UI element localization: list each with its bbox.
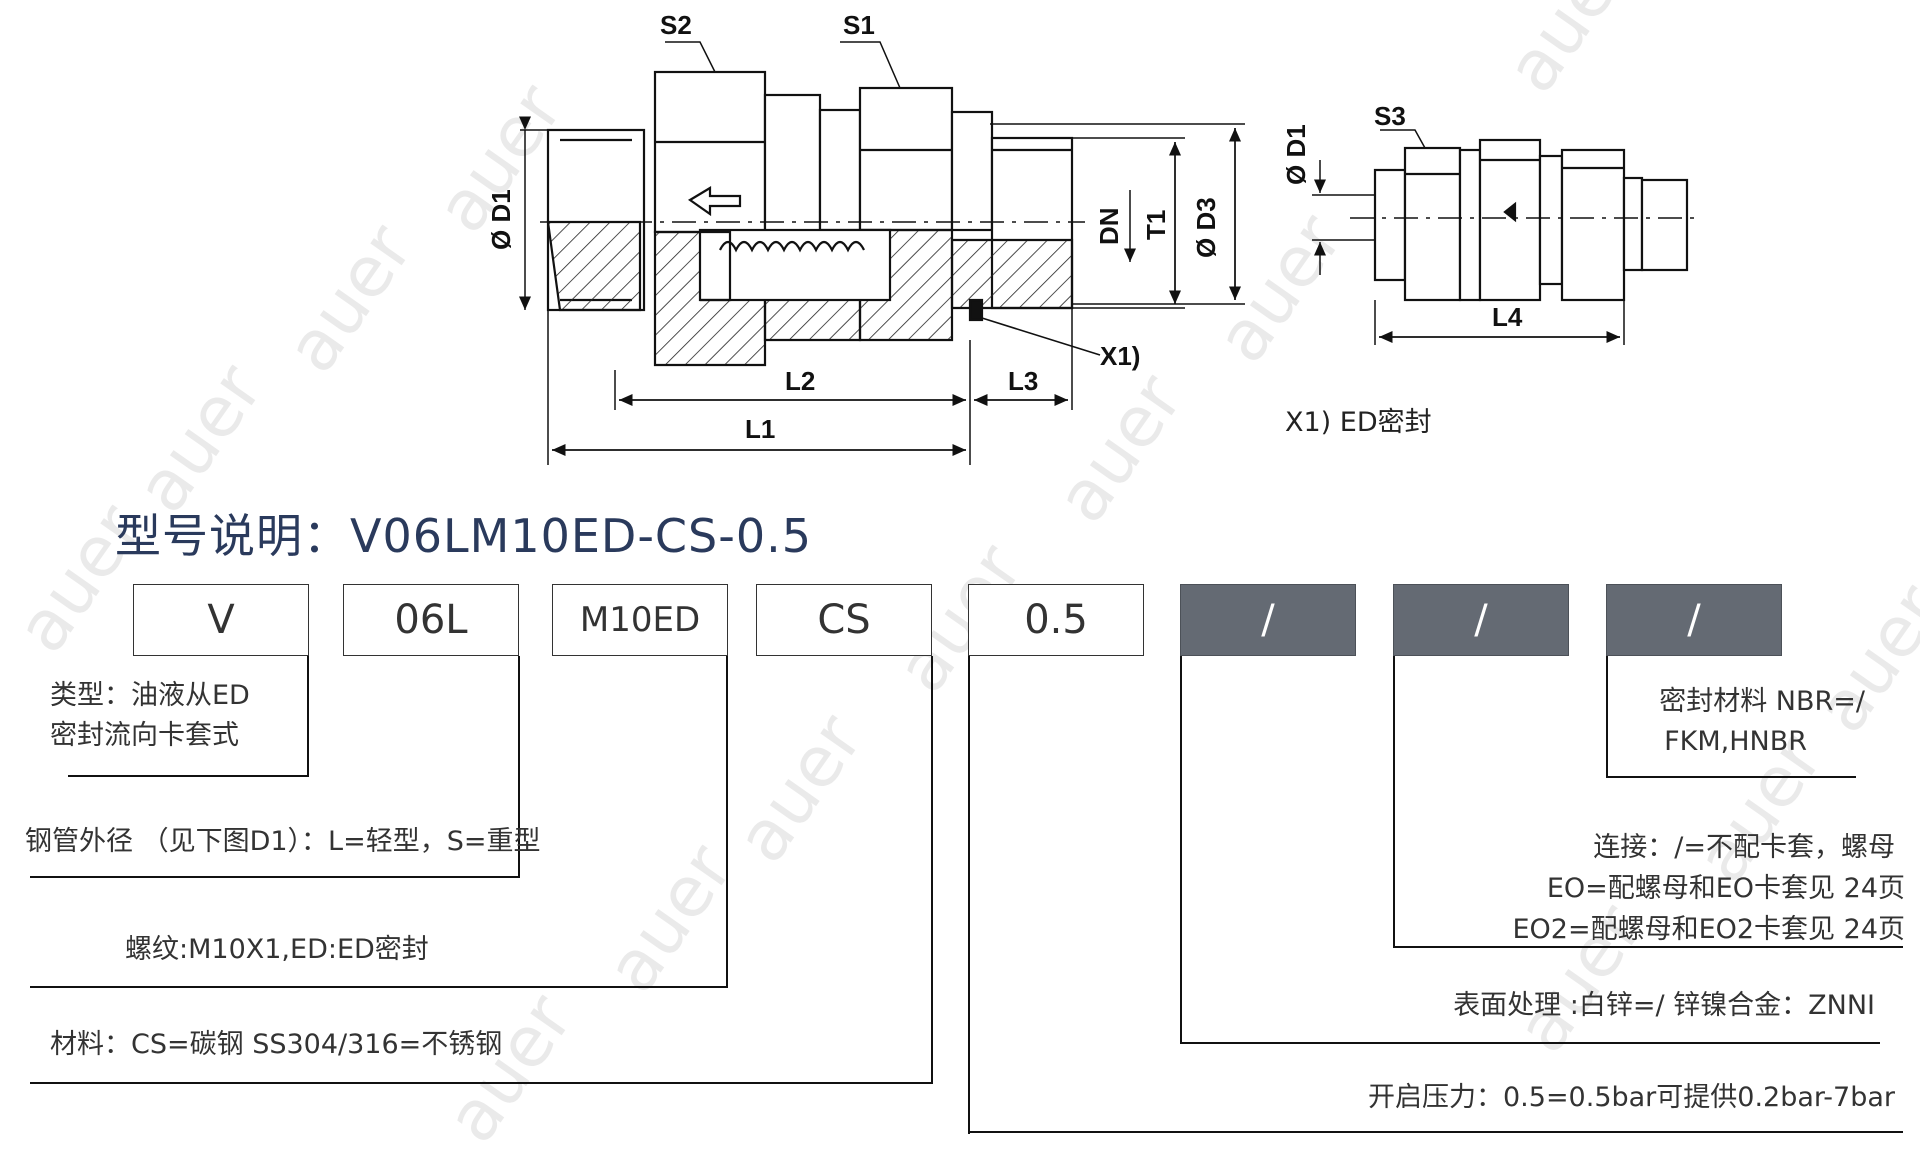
- hex-s1: [858, 86, 954, 232]
- watermark: auer: [430, 979, 589, 1157]
- code-box-thread: M10ED: [552, 584, 728, 656]
- label-s2: S2: [660, 10, 692, 40]
- code-box-material: CS: [756, 584, 932, 656]
- side-view: [1312, 129, 1700, 345]
- connector-seal-v: [1606, 656, 1608, 778]
- connector-thread-v: [726, 656, 728, 988]
- desc-type-line2: 密封流向卡套式: [50, 720, 239, 751]
- label-d1-side: Ø D1: [1281, 124, 1311, 185]
- desc-surface: 表面处理 :白锌=/ 锌镍合金：ZNNI: [1453, 990, 1875, 1021]
- code-box-pressure: 0.5: [968, 584, 1144, 656]
- connector-surface-v: [1180, 656, 1182, 1044]
- connector-type-v: [307, 656, 309, 776]
- label-dn: DN: [1094, 207, 1124, 245]
- connector-seal-h: [1606, 776, 1856, 778]
- connector-tube-h: [30, 876, 520, 878]
- watermark: auer: [720, 699, 879, 878]
- label-l3: L3: [1008, 366, 1038, 396]
- code-box-surface: /: [1180, 584, 1356, 656]
- page-title: 型号说明：V06LM10ED-CS-0.5: [115, 509, 813, 563]
- connector-thread-h: [30, 986, 728, 988]
- connector-material-v: [931, 656, 933, 1084]
- desc-seal-line2: FKM,HNBR: [1664, 726, 1807, 757]
- connector-material-h: [30, 1082, 933, 1084]
- desc-connection-line1: 连接：/=不配卡套，螺母: [1593, 832, 1895, 863]
- connector-pressure-h: [968, 1131, 1903, 1133]
- desc-material: 材料：CS=碳钢 SS304/316=不锈钢: [50, 1029, 503, 1060]
- code-box-seal: /: [1606, 584, 1782, 656]
- watermark: auer: [590, 829, 749, 1008]
- connector-connection-v: [1393, 656, 1395, 948]
- connector-tube-v: [518, 656, 520, 878]
- label-d1: Ø D1: [486, 189, 516, 250]
- connector-connection-h: [1393, 946, 1903, 948]
- desc-pressure: 开启压力：0.5=0.5bar可提供0.2bar-7bar: [1368, 1082, 1895, 1113]
- technical-drawing: S2 S1 S3 Ø D1 Ø D1 Ø D3 DN T1 L1 L2 L3 L…: [486, 10, 1700, 465]
- label-s1: S1: [843, 10, 875, 40]
- desc-tube: 钢管外径 （见下图D1）：L=轻型，S=重型: [25, 826, 541, 857]
- code-box-connection: /: [1393, 584, 1569, 656]
- connector-surface-h: [1180, 1042, 1880, 1044]
- label-t1: T1: [1141, 210, 1171, 240]
- connector-pressure-v: [968, 656, 970, 1134]
- label-s3: S3: [1374, 101, 1406, 131]
- desc-thread: 螺纹:M10X1,ED:ED密封: [125, 934, 429, 965]
- code-box-tube: 06L: [343, 584, 519, 656]
- label-l2: L2: [785, 366, 815, 396]
- label-l1: L1: [745, 414, 775, 444]
- desc-seal-line1: 密封材料 NBR=/: [1659, 686, 1865, 717]
- label-l4: L4: [1492, 302, 1523, 332]
- desc-connection-line3: EO2=配螺母和EO2卡套见 24页: [1512, 914, 1905, 945]
- seal-note: X1) ED密封: [1285, 407, 1432, 438]
- label-d3: Ø D3: [1191, 197, 1221, 258]
- code-box-type: V: [133, 584, 309, 656]
- desc-type-line1: 类型：油液从ED: [50, 680, 250, 711]
- connector-type-h: [68, 775, 309, 777]
- label-x1: X1): [1100, 341, 1140, 371]
- desc-connection-line2: EO=配螺母和EO卡套见 24页: [1546, 873, 1905, 904]
